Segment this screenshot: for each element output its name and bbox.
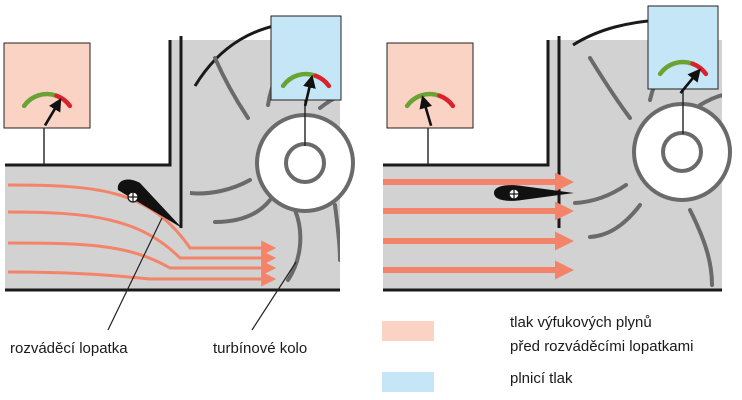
guide-vane-label: rozváděcí lopatka [10,340,128,357]
housing-right [383,40,722,290]
exhaust-gauge-dial-left [21,91,73,127]
housing-left [5,40,340,290]
turbine-shaft-right [661,131,703,173]
housing-wall-left [5,40,172,167]
guide-vane-leader [107,217,163,331]
gauge-green-arc [657,59,695,77]
gauge-needle [419,95,433,127]
gauge-green-arc [280,71,318,89]
panel-right [383,5,732,292]
flow-arrows-right [383,172,574,280]
legend-label-boost-pressure: plnicí tlak [510,370,573,387]
boost-gauge-dial-left [280,71,332,107]
turbine-shaft-left [284,142,326,184]
gauge-red-arc [437,93,456,109]
flow-arrows-left [7,183,277,287]
exhaust-gauge-right [386,42,474,129]
gauge-red-arc [54,93,73,109]
panel-left [3,15,355,331]
gauge-needle [303,74,316,107]
gauge-needle [43,98,62,127]
gauge-green-arc [21,91,59,109]
legend-label-exhaust-pressure-line2: před rozváděcími lopatkami [510,338,694,355]
vane-pivot-right [508,188,520,200]
legend-swatch-boost-pressure [382,372,434,392]
legend-label-exhaust-pressure-line1: tlak výfukových plynů [510,314,652,331]
exhaust-gauge-dial-right [404,91,456,127]
turbine-wheel-label: turbínové kolo [213,340,308,357]
exhaust-gauge-left [3,42,91,129]
vane-pivot-left [127,191,139,203]
housing-wall-right [383,40,550,167]
gauge-needle [679,68,701,94]
legend-swatch-exhaust-pressure [382,321,434,341]
boost-gauge-dial-right [657,59,709,94]
gauge-red-arc [690,61,709,77]
boost-gauge-right [647,5,719,90]
turbine-wheel-leader [251,261,297,331]
